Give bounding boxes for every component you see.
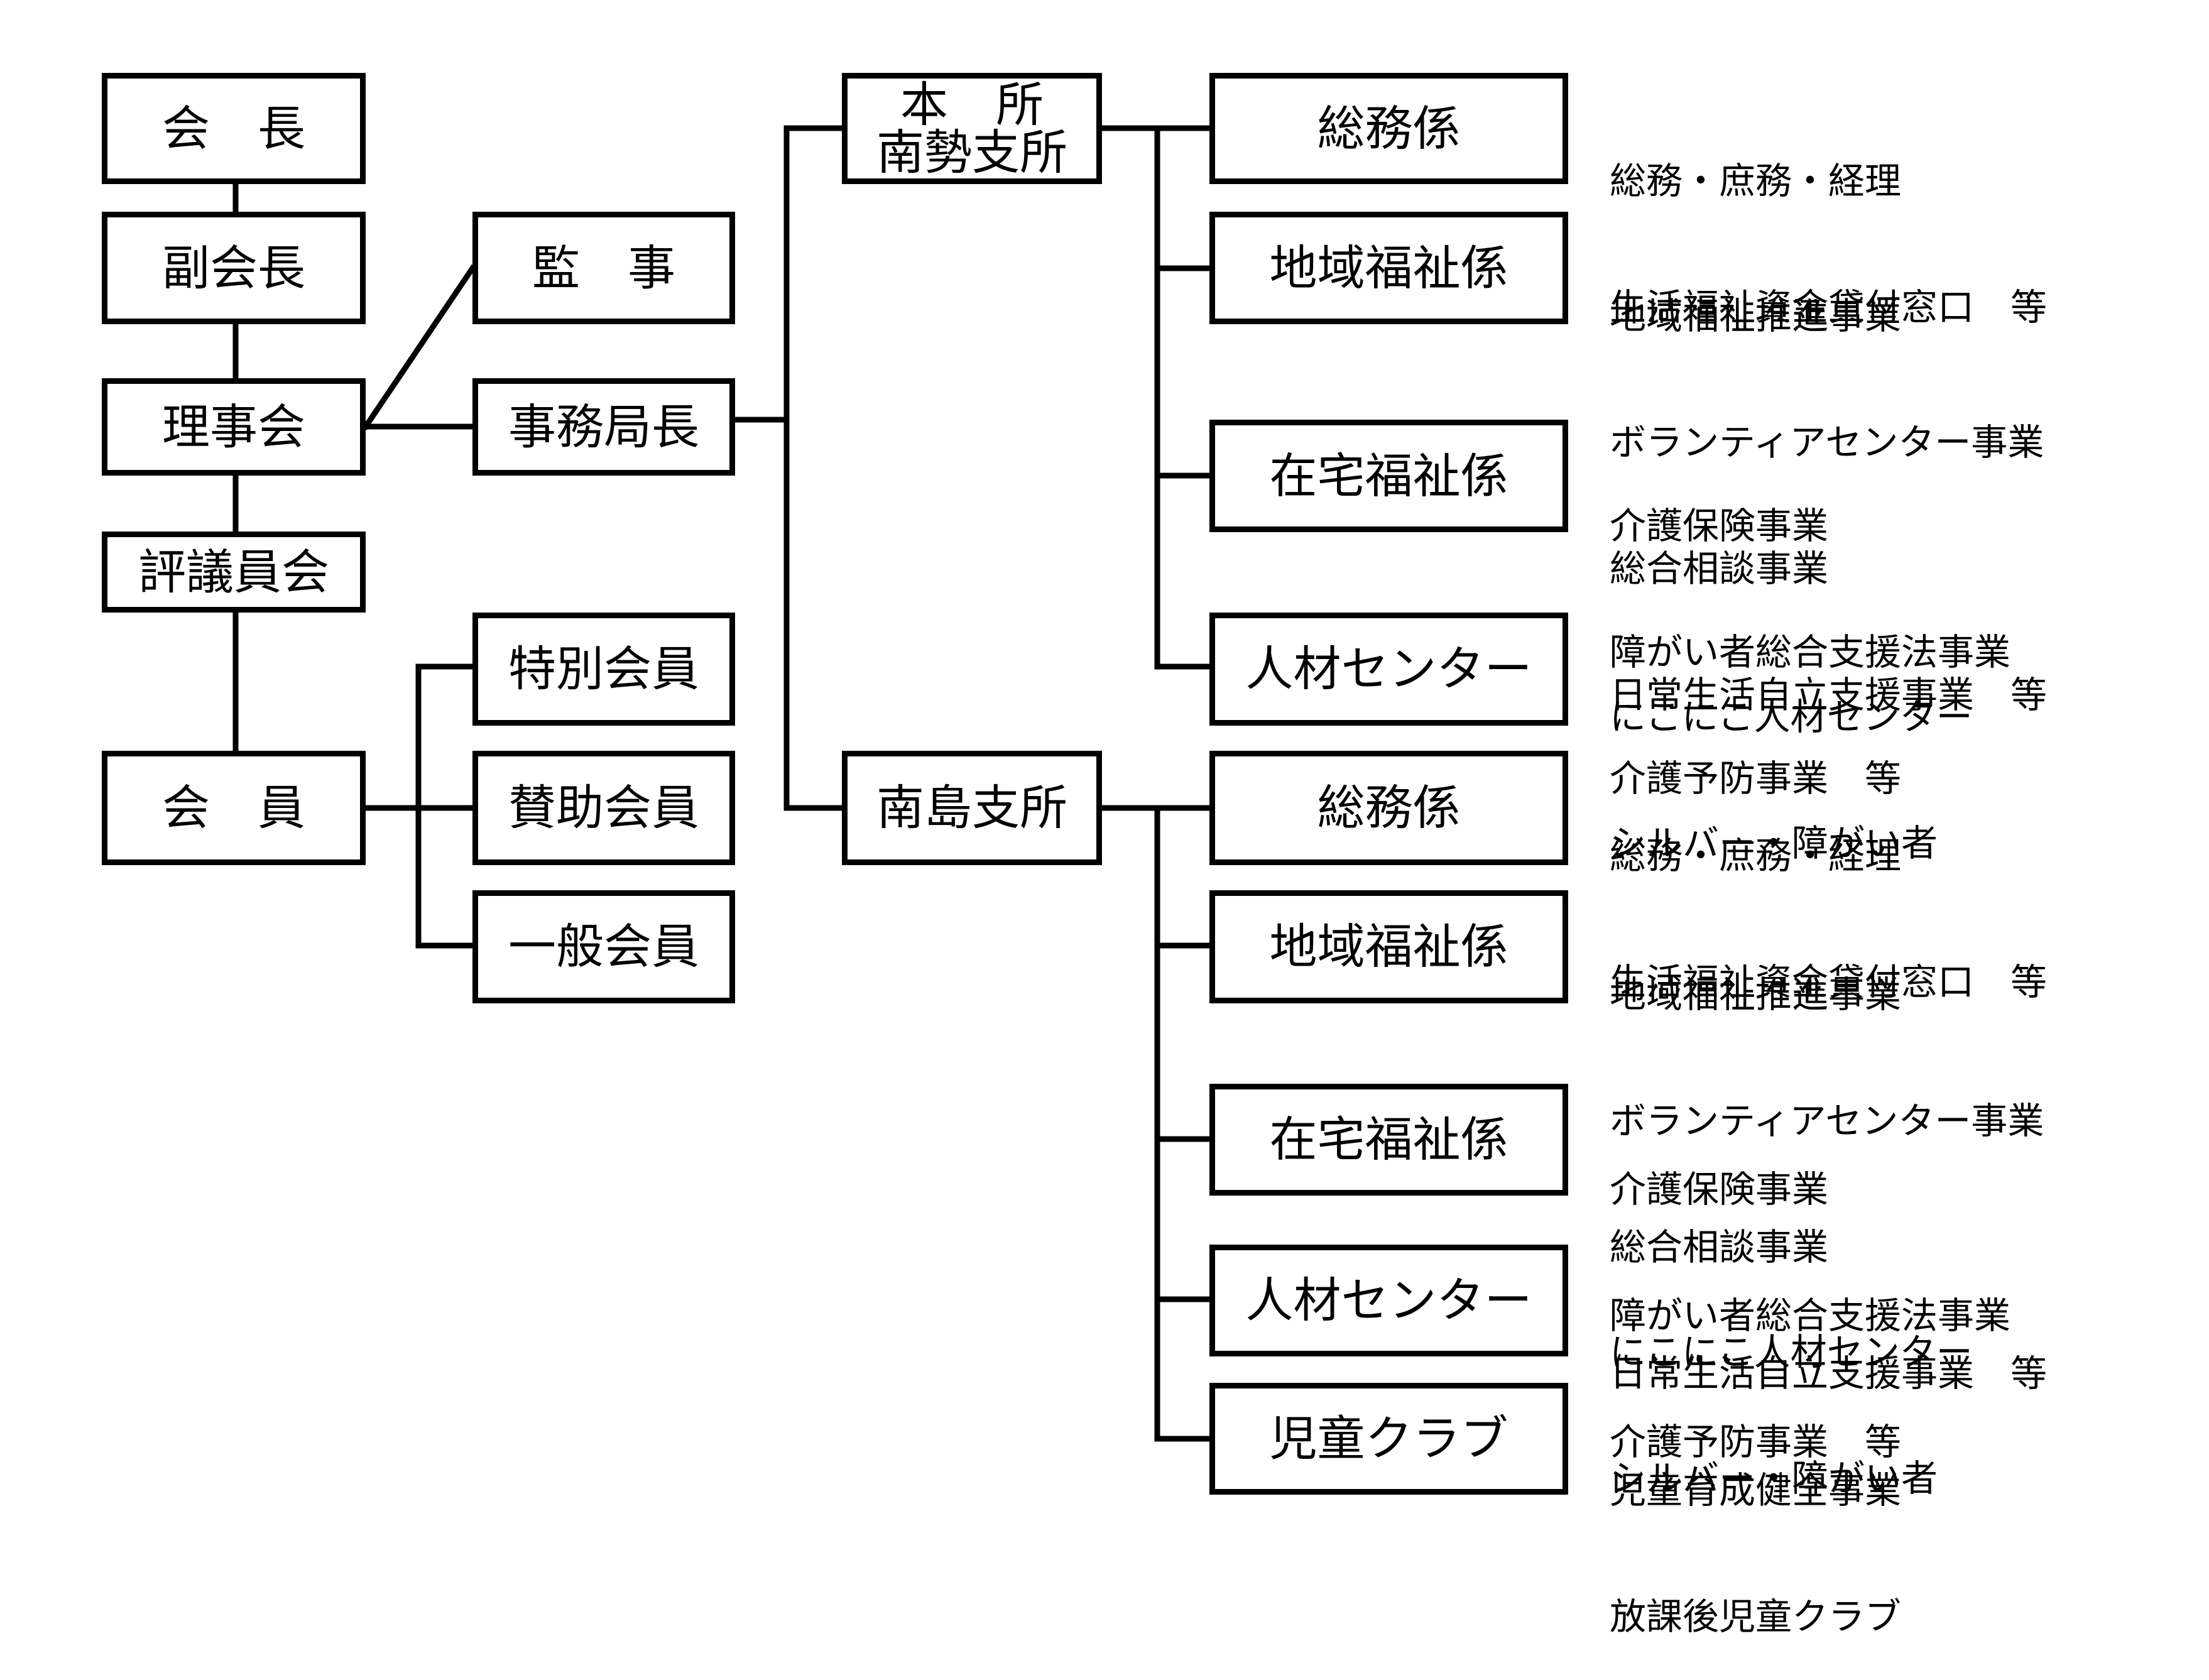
- note-line: 放課後児童クラブ: [1610, 1595, 1902, 1638]
- nanto-unit-somu: 総務係: [1209, 751, 1568, 865]
- hyogiinkai-label: 評議員会: [138, 543, 329, 600]
- fukukaicho-box: 副会長: [102, 212, 366, 324]
- kanji-box: 監 事: [472, 212, 735, 324]
- note-line: 児童育成健全事業: [1610, 1469, 1902, 1512]
- kaicho-label: 会 長: [162, 100, 305, 156]
- note-line: 総務・庶務・経理: [1610, 160, 1902, 202]
- nanto-unit-chiiki-notes: 地域福祉推進事業 ボランティアセンター事業 総合相談事業 日常生活自立支援事業 …: [1610, 890, 2047, 1437]
- tokubetsu-kaiin-box: 特別会員: [472, 613, 735, 726]
- note-line: 介護予防事業 等: [1610, 1421, 1902, 1463]
- kaicho-box: 会 長: [102, 73, 366, 184]
- unit-label: 地域福祉係: [1269, 239, 1508, 296]
- nanto-unit-somu-notes: 総務・庶務・経理 生活福祉資金貸付窓口 等: [1610, 751, 2047, 1045]
- fukukaicho-label: 副会長: [162, 239, 305, 296]
- note-line: 総務・庶務・経理: [1610, 834, 1902, 877]
- kaiin-box: 会 員: [102, 751, 366, 865]
- honsho-unit-jinzai-notes: にこにこ人材センター シルバー・障がい者: [1610, 612, 1973, 907]
- connector-rijikai-kanji: [361, 264, 477, 431]
- note-line: にこにこ人材センター: [1610, 695, 1973, 738]
- note-line: 障がい者総合支援法事業: [1610, 631, 2011, 674]
- nanto-unit-jido: 児童クラブ: [1209, 1383, 1568, 1495]
- note-line: 生活福祉資金貸付窓口 等: [1610, 286, 2048, 329]
- rijikai-box: 理事会: [102, 378, 366, 476]
- note-line: シルバー・障がい者: [1610, 1457, 1938, 1500]
- honsho-unit-zaitaku-notes: 介護保険事業 障がい者総合支援法事業 介護予防事業 等: [1610, 421, 2010, 842]
- honsho-unit-chiiki: 地域福祉係: [1209, 212, 1568, 324]
- honsho-unit-zaitaku: 在宅福祉係: [1209, 420, 1568, 532]
- unit-label: 在宅福祉係: [1269, 447, 1508, 504]
- ippan-kaiin-label: 一般会員: [508, 919, 699, 974]
- jimukyokucho-box: 事務局長: [472, 378, 735, 476]
- note-line: 総合相談事業: [1610, 547, 1829, 590]
- note-line: シルバー・障がい者: [1610, 822, 1938, 865]
- sanjo-kaiin-box: 賛助会員: [472, 751, 735, 865]
- note-line: 介護保険事業: [1610, 1168, 1829, 1211]
- unit-label: 児童クラブ: [1269, 1410, 1508, 1466]
- honsho-unit-jinzai: 人材センター: [1209, 613, 1568, 726]
- honsho-unit-somu: 総務係: [1209, 73, 1568, 184]
- note-line: 生活福祉資金貸付窓口 等: [1610, 961, 2048, 1003]
- note-line: ボランティアセンター事業: [1610, 421, 2044, 464]
- note-line: 介護保険事業: [1610, 505, 1829, 547]
- unit-label: 在宅福祉係: [1269, 1111, 1508, 1167]
- unit-label: 総務係: [1317, 100, 1461, 156]
- org-chart-connectors: [232, 125, 1213, 1442]
- jimukyokucho-label: 事務局長: [508, 398, 699, 455]
- note-line: ボランティアセンター事業: [1610, 1099, 2044, 1142]
- ippan-kaiin-box: 一般会員: [472, 890, 735, 1003]
- nanto-unit-jinzai-notes: にこにこ人材センター シルバー・障がい者: [1610, 1247, 1973, 1542]
- sanjo-kaiin-label: 賛助会員: [508, 780, 699, 836]
- hyogiinkai-box: 評議員会: [102, 532, 366, 613]
- unit-label: 総務係: [1317, 780, 1461, 836]
- note-line: 介護予防事業 等: [1610, 757, 1902, 800]
- nanto-unit-zaitaku: 在宅福祉係: [1209, 1084, 1568, 1196]
- note-line: 地域福祉推進事業: [1610, 973, 1902, 1016]
- nanto-unit-jido-notes: 児童育成健全事業 放課後児童クラブ: [1610, 1385, 1901, 1680]
- nanto-unit-zaitaku-notes: 介護保険事業 障がい者総合支援法事業 介護予防事業 等: [1610, 1084, 2010, 1505]
- unit-label: 人材センター: [1245, 641, 1532, 697]
- honsho-label-line1: 本 所: [900, 76, 1044, 133]
- honsho-box: 本 所 南勢支所: [842, 73, 1102, 184]
- note-line: 障がい者総合支援法事業: [1610, 1294, 2011, 1337]
- rijikai-label: 理事会: [162, 398, 305, 455]
- note-line: 日常生活自立支援事業 等: [1610, 674, 2048, 716]
- honsho-unit-chiiki-notes: 地域福祉推進事業 ボランティアセンター事業 総合相談事業 日常生活自立支援事業 …: [1610, 211, 2047, 758]
- honsho-unit-somu-notes: 総務・庶務・経理 生活福祉資金貸付窓口 等: [1610, 76, 2047, 371]
- tokubetsu-kaiin-label: 特別会員: [508, 641, 699, 697]
- note-line: にこにこ人材センター: [1610, 1331, 1973, 1373]
- unit-label: 人材センター: [1245, 1272, 1532, 1328]
- kanji-label: 監 事: [532, 239, 675, 296]
- note-line: 総合相談事業: [1610, 1226, 1829, 1268]
- unit-label: 地域福祉係: [1269, 919, 1508, 974]
- honsho-label-line2: 南勢支所: [876, 124, 1067, 180]
- nanto-label: 南島支所: [876, 780, 1067, 836]
- nanto-unit-jinzai: 人材センター: [1209, 1245, 1568, 1356]
- nanto-unit-chiiki: 地域福祉係: [1209, 890, 1568, 1003]
- kaiin-label: 会 員: [162, 780, 305, 836]
- nanto-box: 南島支所: [842, 751, 1102, 865]
- note-line: 日常生活自立支援事業 等: [1610, 1352, 2048, 1395]
- note-line: 地域福祉推進事業: [1610, 295, 1902, 337]
